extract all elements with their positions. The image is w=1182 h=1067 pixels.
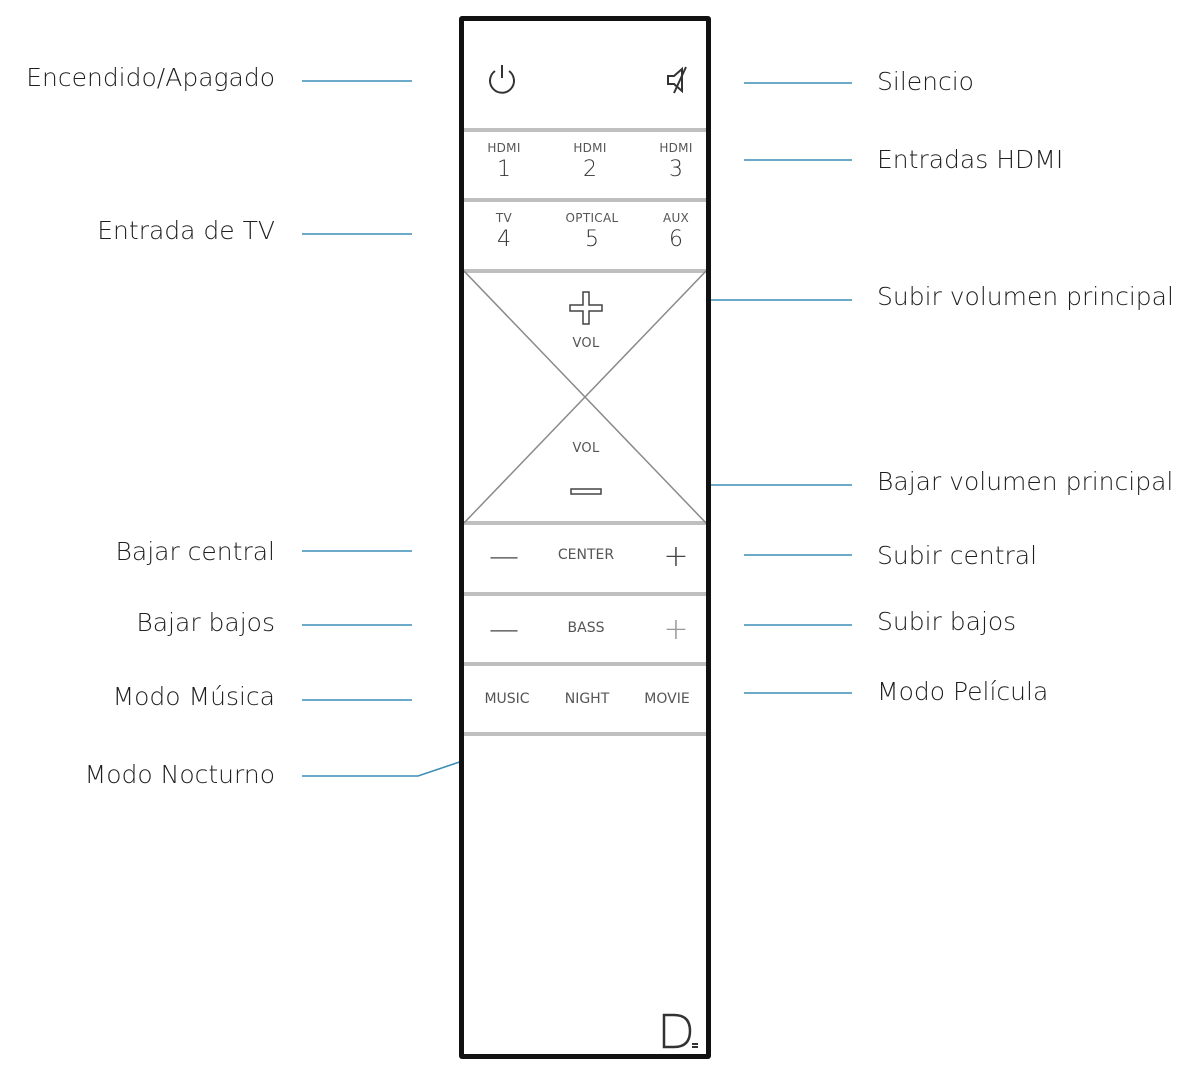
bass-up-button[interactable]: + xyxy=(654,609,698,653)
vol-diagonal-b xyxy=(464,270,706,524)
label-music-mode: Modo Música xyxy=(112,682,275,711)
night-label: NIGHT xyxy=(564,691,610,707)
tv-label: TV xyxy=(495,211,513,225)
hdmi2-button[interactable]: HDMI 2 xyxy=(560,137,620,193)
tv-number: 4 xyxy=(497,227,511,252)
label-mute: Silencio xyxy=(877,67,974,96)
center-plus-icon: + xyxy=(663,539,689,574)
bass-label: BASS xyxy=(567,620,605,636)
label-bass-up: Subir bajos xyxy=(877,607,1017,636)
music-button[interactable]: MUSIC xyxy=(470,681,544,721)
optical-number: 5 xyxy=(585,227,599,252)
center-up-button[interactable]: + xyxy=(654,536,698,580)
label-vol-down: Bajar volumen principal xyxy=(877,467,1174,496)
label-center-up: Subir central xyxy=(877,541,1038,570)
hdmi3-label: HDMI xyxy=(659,141,693,155)
label-power: Encendido/Apagado xyxy=(26,63,275,92)
center-down-button[interactable]: — xyxy=(482,536,526,580)
center-label: CENTER xyxy=(557,547,615,563)
aux-button[interactable]: AUX 6 xyxy=(646,207,706,263)
remote-control: HDMI 1 HDMI 2 HDMI 3 TV 4 OPTICAL 5 AUX … xyxy=(459,16,711,1059)
label-hdmi-inputs: Entradas HDMI xyxy=(877,145,1064,174)
vol-up-button[interactable]: VOL xyxy=(544,286,628,356)
hdmi1-number: 1 xyxy=(497,157,511,182)
mute-icon xyxy=(667,66,687,94)
remote-dividers xyxy=(464,128,706,736)
mute-button[interactable] xyxy=(662,63,696,97)
label-tv-input: Entrada de TV xyxy=(97,216,275,245)
label-vol-up: Subir volumen principal xyxy=(877,282,1174,311)
brand-logo xyxy=(662,1013,698,1049)
power-button[interactable] xyxy=(484,61,520,97)
aux-label: AUX xyxy=(662,211,690,225)
label-bass-down: Bajar bajos xyxy=(136,608,275,637)
tv-button[interactable]: TV 4 xyxy=(474,207,534,263)
label-center-down: Bajar central xyxy=(115,537,276,566)
hdmi3-number: 3 xyxy=(669,157,683,182)
minus-icon xyxy=(570,488,602,495)
plus-icon xyxy=(569,291,603,325)
aux-number: 6 xyxy=(669,227,683,252)
optical-button[interactable]: OPTICAL 5 xyxy=(555,207,629,263)
center-minus-icon: — xyxy=(489,539,519,574)
music-label: MUSIC xyxy=(484,691,530,707)
vol-down-label: VOL xyxy=(572,441,600,456)
bass-plus-icon: + xyxy=(663,612,689,647)
bass-minus-icon: — xyxy=(489,612,519,647)
movie-button[interactable]: MOVIE xyxy=(630,681,704,721)
power-icon xyxy=(489,65,515,94)
bass-down-button[interactable]: — xyxy=(482,609,526,653)
vol-up-label: VOL xyxy=(572,336,600,351)
hdmi1-label: HDMI xyxy=(487,141,521,155)
hdmi2-number: 2 xyxy=(583,157,597,182)
hdmi1-button[interactable]: HDMI 1 xyxy=(474,137,534,193)
hdmi2-label: HDMI xyxy=(573,141,607,155)
optical-label: OPTICAL xyxy=(565,211,619,225)
night-button[interactable]: NIGHT xyxy=(550,681,624,721)
vol-down-button[interactable]: VOL xyxy=(544,437,628,507)
label-movie-mode: Modo Película xyxy=(877,677,1049,706)
hdmi3-button[interactable]: HDMI 3 xyxy=(646,137,706,193)
movie-label: MOVIE xyxy=(644,691,690,707)
label-night-mode: Modo Nocturno xyxy=(84,760,275,789)
